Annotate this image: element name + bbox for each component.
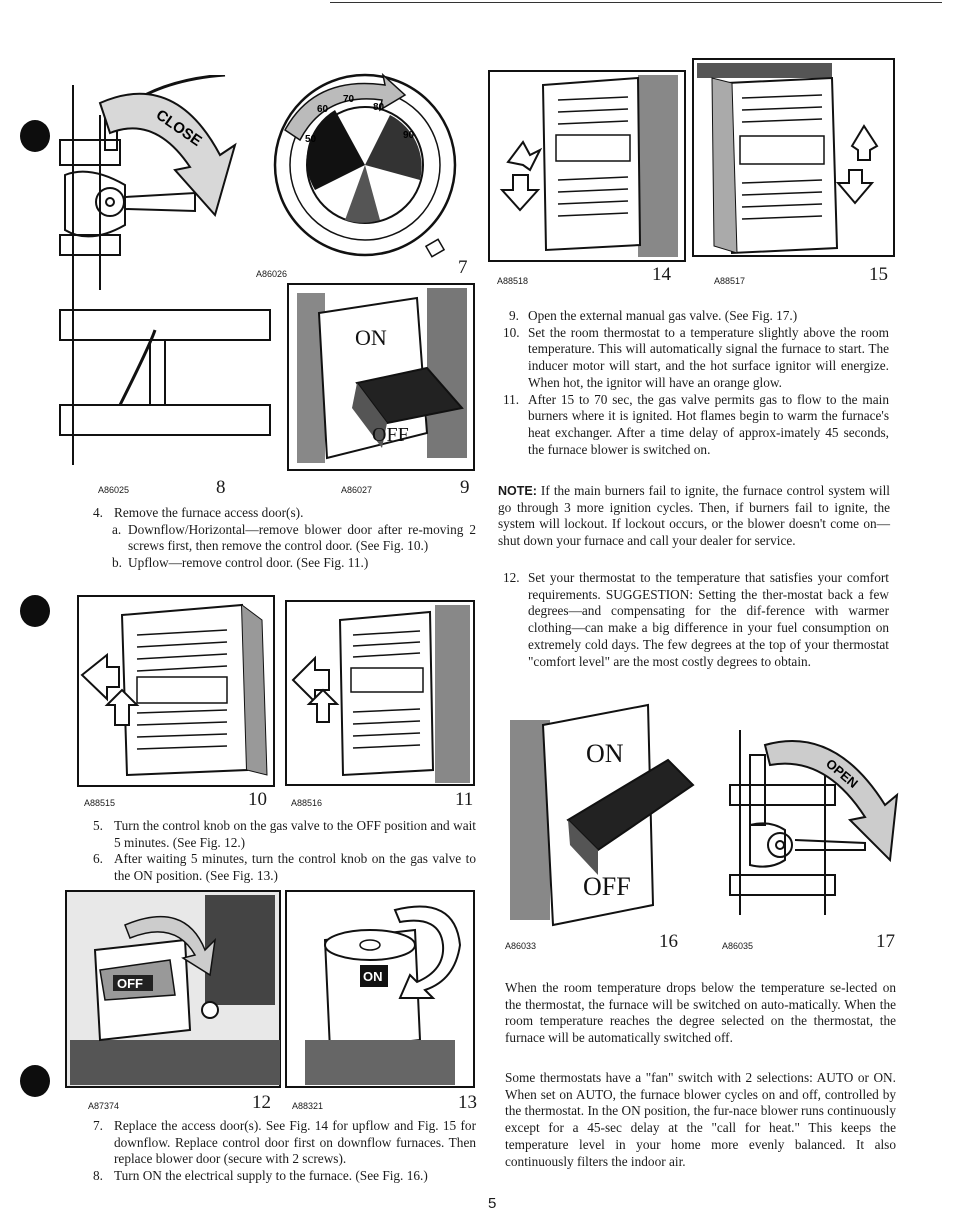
step-7: 7.Replace the access door(s). See Fig. 1… (93, 1118, 476, 1167)
figure-17-gas-valve-open: OPEN (725, 725, 900, 920)
dial-tick-90: 90 (403, 130, 415, 141)
figure-10-downflow-door (77, 595, 277, 790)
figure-15-code: A88517 (714, 276, 746, 286)
page-number: 5 (488, 1195, 497, 1212)
figure-7-number: 7 (458, 257, 468, 278)
figure-16-power-switch-on: ON OFF (508, 700, 708, 930)
steps-5-6-block: 5.Turn the control knob on the gas valve… (93, 818, 476, 885)
step-5: 5.Turn the control knob on the gas valve… (93, 818, 476, 850)
figure-12-code: A87374 (88, 1101, 120, 1111)
figure-13-gas-valve-on: ON (285, 890, 477, 1090)
figure-9-number: 9 (460, 477, 470, 498)
step-12-block: 12.Set your thermostat to the temperatur… (503, 570, 889, 670)
figure-16-number: 16 (659, 931, 678, 952)
steps-7-8-block: 7.Replace the access door(s). See Fig. 1… (93, 1118, 476, 1185)
step-4-block: 4.Remove the furnace access door(s). a.D… (93, 505, 476, 572)
figure-14-number: 14 (652, 264, 671, 285)
dial-tick-60: 60 (317, 104, 329, 115)
knob-on-label: ON (363, 969, 383, 984)
step-12: 12.Set your thermostat to the temperatur… (503, 570, 889, 669)
switch-on-label: ON (355, 325, 387, 350)
step-9: 9.Open the external manual gas valve. (S… (509, 308, 798, 323)
step-4: 4.Remove the furnace access door(s). (93, 505, 304, 520)
switch-off-label: OFF (372, 424, 409, 446)
figure-11-upflow-door (285, 600, 477, 788)
bullet-marker (20, 120, 50, 152)
figure-12-number: 12 (252, 1092, 271, 1113)
switch-on-label: ON (586, 739, 624, 768)
figure-14-code: A88518 (497, 276, 529, 286)
figure-13-number: 13 (458, 1092, 477, 1113)
top-rule (330, 2, 942, 3)
figure-9-code: A86027 (341, 485, 373, 495)
figure-11-code: A88516 (291, 798, 323, 808)
step-8: 8.Turn ON the electrical supply to the f… (93, 1168, 428, 1184)
bullet-marker (20, 595, 50, 627)
step-4b: b.Upflow—remove control door. (See Fig. … (112, 555, 369, 571)
figure-11-number: 11 (455, 789, 474, 810)
knob-off-label: OFF (117, 976, 143, 991)
figure-17-code: A86035 (722, 941, 754, 951)
dial-tick-80: 80 (373, 102, 385, 113)
figure-7-gas-dial: 70 80 60 50 90 (255, 70, 480, 270)
figure-15-downflow-replace (692, 58, 897, 258)
step-11: 11.After 15 to 70 sec, the gas valve per… (503, 391, 889, 457)
thermostat-paragraph-1: When the room temperature drops below th… (505, 980, 896, 1046)
figure-12-gas-valve-off: OFF (65, 890, 283, 1090)
note-text: If the main burners fail to ignite, the … (498, 483, 890, 549)
figure-9-power-switch: ON OFF (287, 283, 477, 473)
note-block: NOTE: If the main burners fail to ignite… (498, 483, 890, 550)
figure-16-code: A86033 (505, 941, 537, 951)
figure-17-number: 17 (876, 931, 895, 952)
figure-8-gas-valve-close: CLOSE (55, 75, 285, 470)
step-6: 6.After waiting 5 minutes, turn the cont… (93, 851, 476, 884)
figure-10-number: 10 (248, 789, 267, 810)
steps-9-11-block: 9.Open the external manual gas valve. (S… (503, 308, 889, 458)
thermostat-paragraph-2: Some thermostats have a "fan" switch wit… (505, 1070, 896, 1169)
figure-15-number: 15 (869, 264, 888, 285)
bullet-marker (20, 1065, 50, 1097)
dial-tick-70: 70 (343, 94, 355, 105)
figure-13-code: A88321 (292, 1101, 324, 1111)
note-label: NOTE: (498, 484, 537, 498)
dial-tick-50: 50 (305, 134, 317, 145)
figure-7-code: A86026 (256, 269, 288, 279)
figure-8-number: 8 (216, 477, 226, 498)
switch-off-label: OFF (583, 872, 631, 901)
figure-14-upflow-replace (488, 70, 688, 265)
figure-10-code: A88515 (84, 798, 116, 808)
figure-8-code: A86025 (98, 485, 130, 495)
step-10: 10.Set the room thermostat to a temperat… (503, 324, 889, 390)
step-4a: a.Downflow/Horizontal—remove blower door… (112, 521, 476, 554)
